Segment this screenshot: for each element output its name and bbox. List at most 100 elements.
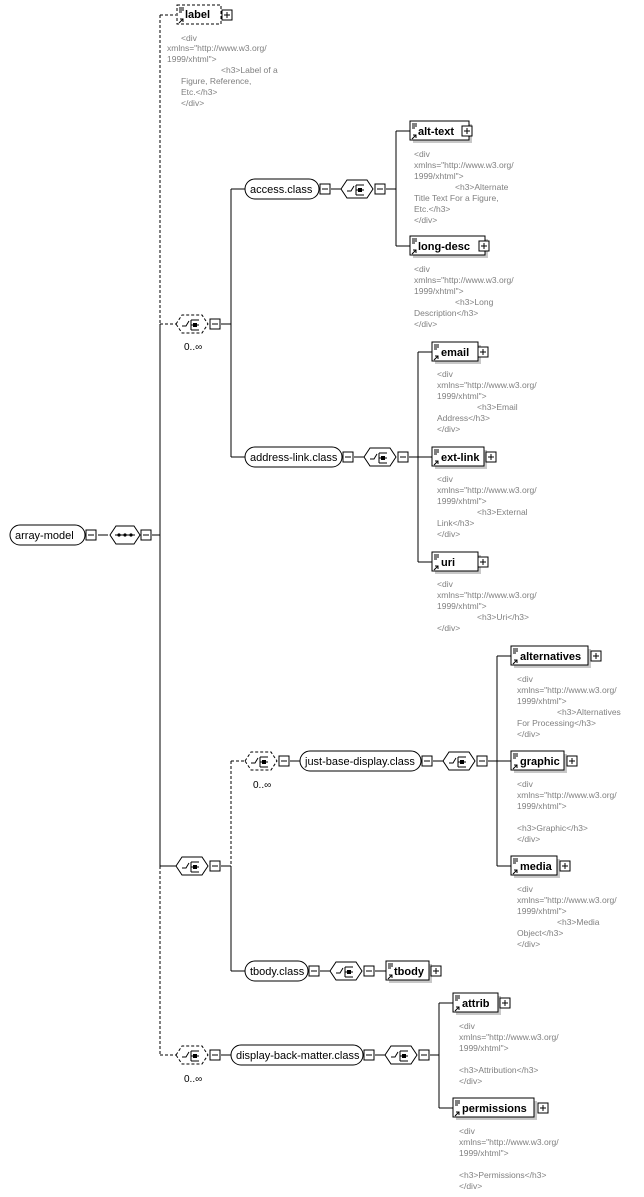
element-icon: [433, 554, 439, 571]
expand-button[interactable]: [537, 1102, 549, 1114]
collapse-button[interactable]: [140, 529, 152, 541]
choice-compositor-icon: [384, 1045, 418, 1065]
expand-button[interactable]: [477, 346, 489, 358]
annotation: <div xmlns="http://www.w3.org/ 1999/xhtm…: [437, 369, 539, 434]
element-permissions[interactable]: permissions: [452, 1097, 537, 1120]
element-label-text: ext-link: [441, 452, 480, 464]
collapse-button[interactable]: [397, 451, 409, 463]
expand-button[interactable]: [499, 997, 511, 1009]
element-icon: [512, 753, 518, 770]
group-access-class[interactable]: access.class: [244, 178, 320, 200]
collapse-button[interactable]: [342, 451, 354, 463]
choice-compositor-icon: [175, 314, 209, 334]
group-display-back-matter-class[interactable]: display-back-matter.class: [230, 1044, 364, 1066]
node-label: array-model: [15, 530, 74, 542]
annotation: <div xmlns="http://www.w3.org/ 1999/xhtm…: [167, 33, 280, 108]
element-icon: [454, 995, 460, 1012]
collapse-button[interactable]: [209, 860, 221, 872]
annotation: <div xmlns="http://www.w3.org/ 1999/xhtm…: [459, 1126, 561, 1191]
element-label-text: alternatives: [520, 651, 581, 663]
group-address-link-class[interactable]: address-link.class: [244, 446, 343, 468]
collapse-button[interactable]: [421, 755, 433, 767]
occurrence-label: 0..∞: [253, 780, 271, 791]
collapse-button[interactable]: [278, 755, 290, 767]
collapse-button[interactable]: [319, 183, 331, 195]
collapse-button[interactable]: [363, 965, 375, 977]
element-icon: [454, 1100, 460, 1117]
group-label: tbody.class: [250, 966, 305, 978]
element-label-text: media: [520, 861, 553, 873]
expand-button[interactable]: [430, 965, 442, 977]
choice-compositor-icon: [442, 751, 476, 771]
choice-compositor-icon: [175, 1045, 209, 1065]
collapse-button[interactable]: [418, 1049, 430, 1061]
collapse-button[interactable]: [363, 1049, 375, 1061]
element-icon: [411, 123, 417, 140]
element-tbody[interactable]: tbody: [385, 960, 432, 983]
collapse-button[interactable]: [209, 318, 221, 330]
element-label-text: graphic: [520, 756, 560, 768]
occurrence-label: 0..∞: [184, 342, 202, 353]
element-media[interactable]: media: [510, 855, 560, 878]
annotation: <div xmlns="http://www.w3.org/ 1999/xhtm…: [414, 264, 516, 329]
element-icon: [411, 238, 417, 255]
annotation: <div xmlns="http://www.w3.org/ 1999/xhtm…: [517, 779, 619, 844]
choice-compositor-icon: [363, 447, 397, 467]
element-alternatives[interactable]: alternatives: [510, 645, 591, 668]
group-just-base-display-class[interactable]: just-base-display.class: [299, 750, 422, 772]
element-label-text: attrib: [462, 998, 490, 1010]
element-long-desc[interactable]: long-desc: [409, 235, 488, 258]
element-email[interactable]: email: [431, 341, 481, 364]
element-label[interactable]: label: [176, 4, 222, 25]
element-icon: [178, 7, 184, 24]
expand-button[interactable]: [461, 125, 473, 137]
annotation: <div xmlns="http://www.w3.org/ 1999/xhtm…: [437, 474, 539, 539]
occurrence-label: 0..∞: [184, 1074, 202, 1085]
choice-compositor-icon: [244, 751, 278, 771]
element-label-text: uri: [441, 557, 455, 569]
choice-compositor-icon: [340, 179, 374, 199]
expand-button[interactable]: [485, 451, 497, 463]
group-label: address-link.class: [250, 452, 338, 464]
element-uri[interactable]: uri: [431, 551, 481, 574]
choice-compositor-icon: [329, 961, 363, 981]
element-attrib[interactable]: attrib: [452, 992, 501, 1015]
group-label: access.class: [250, 184, 313, 196]
annotation: <div xmlns="http://www.w3.org/ 1999/xhtm…: [517, 884, 619, 949]
sequence-compositor-icon: [109, 525, 141, 545]
expand-button[interactable]: [477, 556, 489, 568]
node-array-model[interactable]: array-model: [9, 524, 86, 546]
annotation: <div xmlns="http://www.w3.org/ 1999/xhtm…: [414, 149, 516, 225]
element-label-text: long-desc: [418, 241, 470, 253]
annotation: <div xmlns="http://www.w3.org/ 1999/xhtm…: [459, 1021, 561, 1086]
expand-button[interactable]: [590, 650, 602, 662]
collapse-button[interactable]: [209, 1049, 221, 1061]
annotation: <div xmlns="http://www.w3.org/ 1999/xhtm…: [517, 674, 623, 739]
element-icon: [387, 963, 393, 980]
collapse-button[interactable]: [374, 183, 386, 195]
element-label-text: tbody: [394, 966, 425, 978]
element-icon: [512, 858, 518, 875]
expand-button[interactable]: [221, 9, 233, 21]
element-graphic[interactable]: graphic: [510, 750, 567, 773]
expand-button[interactable]: [478, 240, 490, 252]
element-icon: [512, 648, 518, 665]
collapse-button[interactable]: [476, 755, 488, 767]
expand-button[interactable]: [559, 860, 571, 872]
element-label-text: email: [441, 347, 469, 359]
annotation: <div xmlns="http://www.w3.org/ 1999/xhtm…: [437, 579, 539, 633]
collapse-button[interactable]: [308, 965, 320, 977]
group-tbody-class[interactable]: tbody.class: [244, 960, 309, 982]
element-label-text: label: [185, 9, 210, 21]
connectors: [98, 14, 511, 1109]
element-label-text: alt-text: [418, 126, 454, 138]
group-label: just-base-display.class: [304, 756, 415, 768]
element-ext-link[interactable]: ext-link: [431, 446, 487, 469]
group-label: display-back-matter.class: [236, 1050, 360, 1062]
element-icon: [433, 344, 439, 361]
element-label-text: permissions: [462, 1103, 527, 1115]
expand-button[interactable]: [566, 755, 578, 767]
element-alt-text[interactable]: alt-text: [409, 120, 472, 143]
collapse-button[interactable]: [85, 529, 97, 541]
